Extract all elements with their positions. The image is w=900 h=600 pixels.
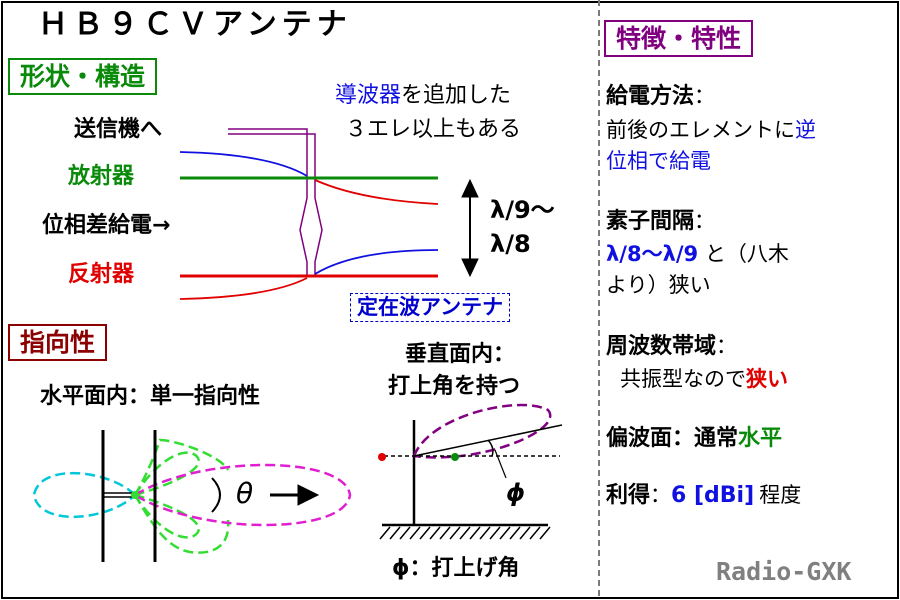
column-divider — [598, 0, 600, 596]
directivity-heading: 指向性 — [8, 324, 108, 361]
spacing-label-1: λ/9～ — [490, 196, 555, 224]
gain-value: 6 [dBi] — [671, 483, 755, 508]
spacing-label-2: λ/8 — [490, 230, 531, 258]
radiator-point — [451, 453, 459, 461]
director-note-rest: を追加した — [401, 83, 512, 108]
gain-approx: 程度 — [759, 483, 802, 507]
polarization-horizontal: 水平 — [738, 426, 783, 451]
ground-hatch — [379, 526, 551, 540]
feed-method-label: 給電方法 — [606, 84, 695, 109]
antenna-center-dot — [131, 491, 139, 499]
feed-method-text: 前後のエレメントに — [606, 118, 795, 142]
gain-row: 利得：6 [dBi] 程度 — [606, 485, 801, 507]
element-spacing-label: 素子間隔 — [606, 209, 695, 234]
feed-line — [228, 128, 323, 276]
phi-label: ϕ — [506, 479, 526, 507]
feed-method-line1: 前後のエレメントに逆 — [606, 120, 816, 141]
bandwidth-label: 周波数帯域 — [606, 334, 717, 359]
feed-method-line2: 位相で給電 — [606, 149, 711, 173]
radiator-current-right — [314, 179, 439, 205]
bandwidth-text-row: 共振型なので狭い — [620, 369, 788, 390]
polarization-label: 偏波面：通常 — [606, 426, 739, 451]
director-word: 導波器 — [335, 83, 402, 108]
phase-feed-label: 位相差給電→ — [42, 213, 171, 238]
element-spacing-colon: ： — [694, 209, 716, 233]
direction-arrow — [270, 484, 320, 506]
bandwidth-narrow: 狭い — [746, 367, 788, 391]
phi-leader — [494, 449, 507, 479]
feed-method-colon: ： — [694, 84, 716, 108]
theta-arc — [211, 477, 221, 513]
vertical-lobe — [412, 403, 552, 459]
reflector-label: 反射器 — [68, 262, 135, 287]
side-lobe-upper-right — [132, 451, 200, 498]
shape-heading: 形状・構造 — [8, 58, 158, 95]
phi-arc — [487, 439, 494, 457]
polarization-row: 偏波面：通常水平 — [606, 428, 782, 450]
radiator-label: 放射器 — [68, 164, 135, 189]
feed-method-row: 給電方法： — [606, 86, 715, 108]
reflector-current-left — [179, 277, 308, 300]
vertical-pattern-label-1: 垂直面内： — [405, 342, 516, 367]
spacing-arrow — [461, 178, 479, 278]
element-spacing-row: 素子間隔： — [606, 211, 715, 233]
page-title: ＨＢ９ＣＶアンテナ — [38, 7, 352, 42]
features-heading: 特徴・特性 — [604, 20, 754, 57]
gain-label: 利得 — [606, 483, 651, 508]
horizontal-pattern — [32, 438, 352, 554]
bandwidth-row: 周波数帯域： — [606, 336, 737, 358]
side-lobe-lower-far — [133, 494, 230, 554]
side-lobe-upper-far — [133, 438, 230, 496]
bandwidth-text: 共振型なので — [620, 367, 746, 391]
reflector-point — [378, 453, 386, 461]
gain-colon: ： — [650, 483, 672, 507]
bandwidth-colon: ： — [716, 334, 738, 358]
feed-method-reverse: 逆 — [795, 118, 816, 142]
vertical-pattern-label-2: 打上角を持つ — [388, 374, 521, 399]
director-note: 導波器を追加した — [335, 85, 511, 107]
radiator-current-left — [179, 151, 308, 177]
theta-label: θ — [236, 477, 254, 510]
credit-watermark: Radio-GXK — [716, 557, 852, 586]
element-spacing-line1: λ/8～λ/9 と（八木 — [606, 244, 789, 265]
reflector-current-right — [314, 249, 439, 275]
horizontal-pattern-label: 水平面内：単一指向性 — [40, 384, 261, 409]
element-spacing-value: λ/8～λ/9 — [606, 242, 699, 266]
side-lobe-lower-right — [132, 492, 200, 539]
elevation-angle-caption: ϕ：打上げ角 — [392, 556, 520, 581]
back-lobe — [32, 472, 137, 518]
three-elements-note: ３エレ以上もある — [345, 117, 522, 142]
element-spacing-line2: より）狭い — [606, 273, 711, 297]
to-transmitter-label: 送信機へ — [74, 117, 163, 142]
element-spacing-compare: と（八木 — [704, 242, 789, 266]
standing-wave-badge: 定在波アンテナ — [350, 293, 511, 322]
main-lobe — [132, 463, 352, 527]
